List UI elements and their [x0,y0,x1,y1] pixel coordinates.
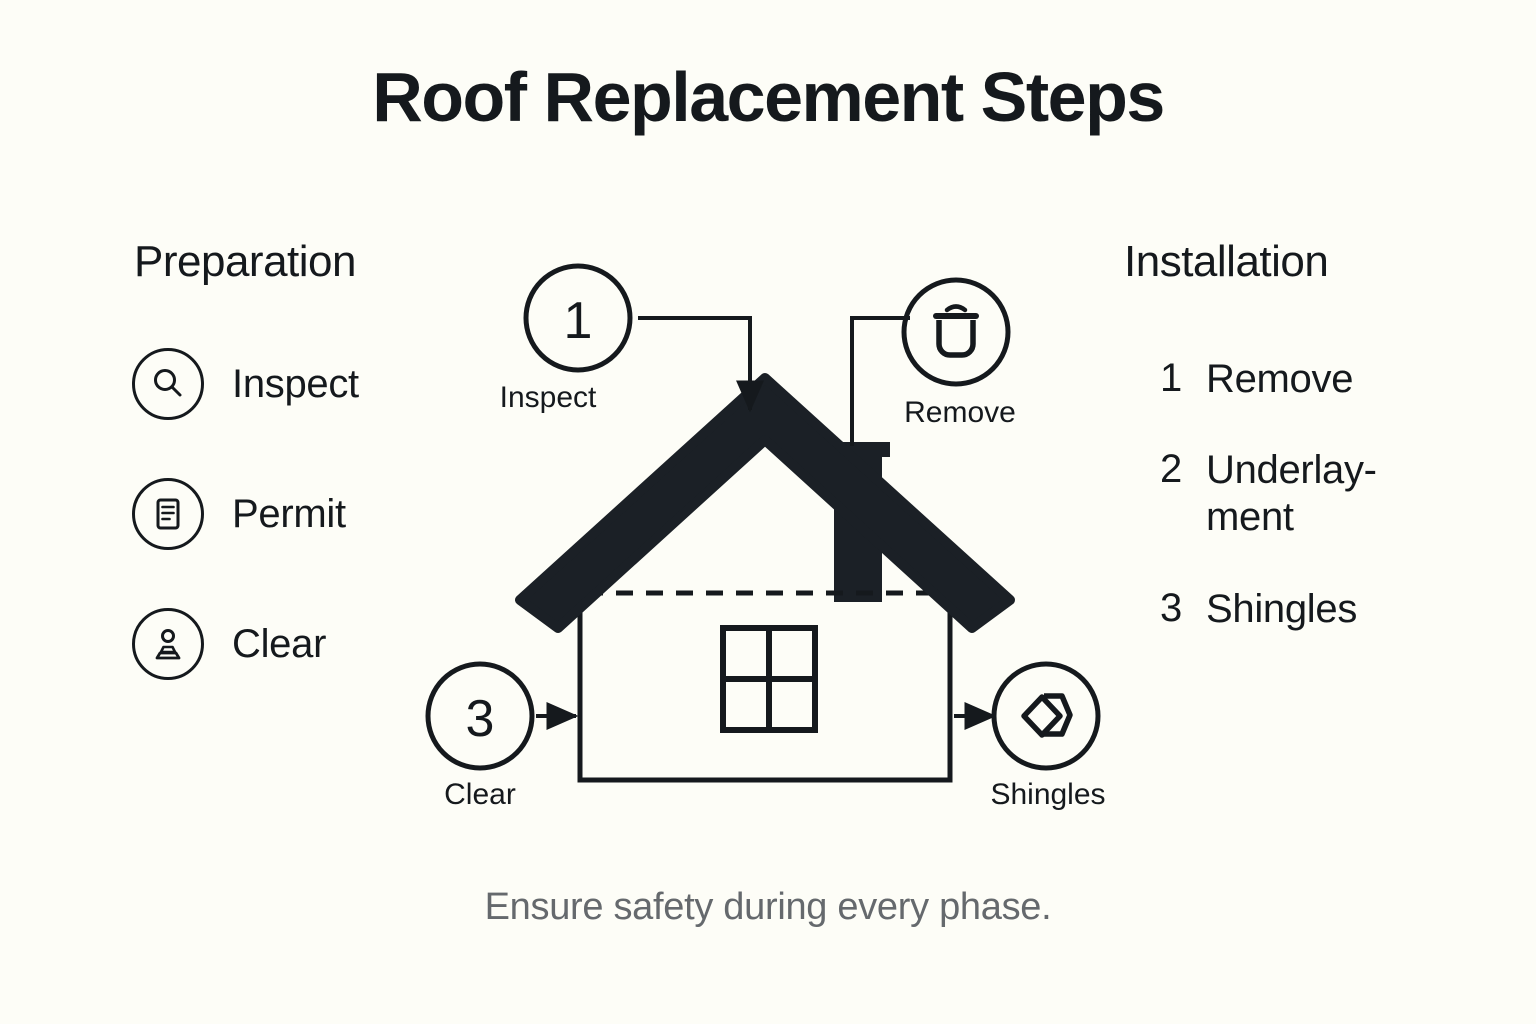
shingle-icon [1021,693,1073,738]
node-remove[interactable]: Remove [901,277,1016,429]
list-item-label: Permit [232,491,346,536]
roof-shingle-mass [515,373,1015,633]
debris-person-icon [132,608,204,680]
badge-circle [425,661,535,771]
badge-circle [523,263,633,373]
house-window [720,625,818,733]
list-item-permit[interactable]: Permit [132,478,532,550]
item-number: 3 [1160,585,1183,630]
installation-header: Installation [1124,237,1329,286]
badge-number: 3 [466,690,495,748]
trash-icon [933,304,979,358]
connector-inspect [638,316,764,413]
list-item-label: Inspect [232,361,359,406]
numbered-item-remove[interactable]: 1 Remove [1160,356,1490,403]
house-diagram: 1 Inspect Remove 3 Clear [400,250,1130,830]
preparation-header: Preparation [134,237,356,286]
badge-number: 1 [564,292,593,350]
item-label: Shingles [1206,586,1358,631]
badge-circle [901,277,1011,387]
item-number: 1 [1160,356,1183,400]
list-item-label: Clear [232,621,327,666]
node-shingles[interactable]: Shingles [990,661,1106,811]
list-item-inspect[interactable]: Inspect [132,348,532,420]
node-label: Clear [444,778,516,811]
footer-note: Ensure safety during every phase. [484,886,1052,928]
badge-circle [991,661,1101,771]
installation-list: 1 Remove 2 Underlay-ment 3 Shingles [1160,356,1490,677]
document-icon [132,478,204,550]
node-inspect[interactable]: 1 Inspect [500,263,633,414]
magnifier-icon [132,348,204,420]
numbered-item-underlayment[interactable]: 2 Underlay-ment [1160,447,1490,541]
connector-remove [850,316,910,446]
preparation-list: Inspect Permit Clear [132,348,532,738]
house-illustration [515,373,1015,783]
numbered-item-shingles[interactable]: 3 Shingles [1160,586,1490,633]
page-title: Roof Replacement Steps [372,58,1165,136]
node-label: Remove [904,396,1016,429]
item-number: 2 [1160,447,1183,492]
node-clear[interactable]: 3 Clear [425,661,535,811]
item-label: Remove [1206,357,1354,401]
house-walls [577,593,953,783]
node-label: Inspect [500,381,597,414]
node-label: Shingles [990,778,1105,811]
item-label: Underlay-ment [1206,448,1377,540]
list-item-clear[interactable]: Clear [132,608,532,680]
